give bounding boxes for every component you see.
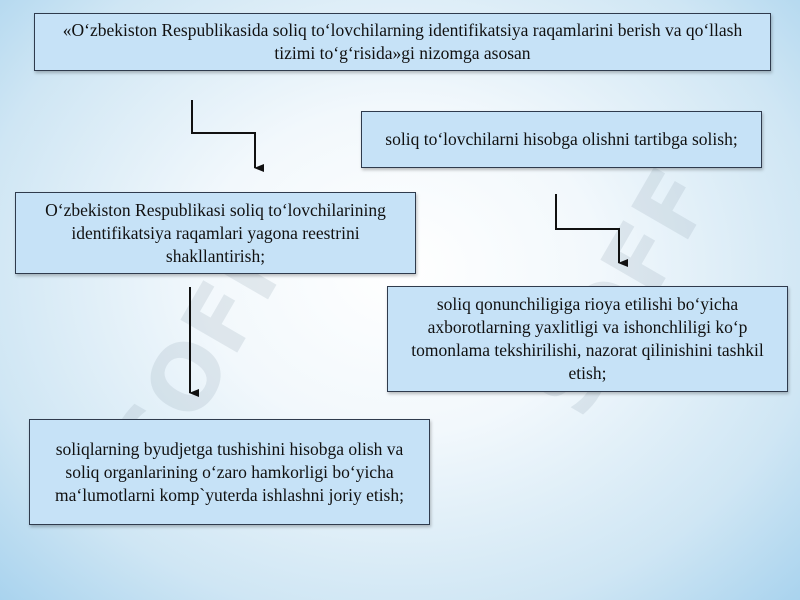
left-box-1: O‘zbekiston Respublikasi soliq to‘lovchi… [15, 192, 416, 274]
arrow-right-1-to-right-2 [555, 194, 628, 267]
arrow-top-to-left-1 [191, 100, 264, 172]
left-box-2: soliqlarning byudjetga tushishini hisobg… [29, 419, 430, 525]
right-box-2-text: soliq qonunchiligiga rioya etilishi bo‘y… [411, 294, 764, 383]
top-box: «O‘zbekiston Respublikasida soliq to‘lov… [34, 13, 771, 71]
right-box-2: soliq qonunchiligiga rioya etilishi bo‘y… [387, 286, 788, 392]
top-box-text: «O‘zbekiston Respublikasida soliq to‘lov… [62, 20, 743, 63]
left-box-2-text: soliqlarning byudjetga tushishini hisobg… [55, 438, 404, 505]
right-box-1: soliq to‘lovchilarni hisobga olishni tar… [361, 111, 762, 168]
right-box-1-text: soliq to‘lovchilarni hisobga olishni tar… [385, 129, 738, 149]
left-box-1-text: O‘zbekiston Respublikasi soliq to‘lovchi… [45, 199, 386, 266]
